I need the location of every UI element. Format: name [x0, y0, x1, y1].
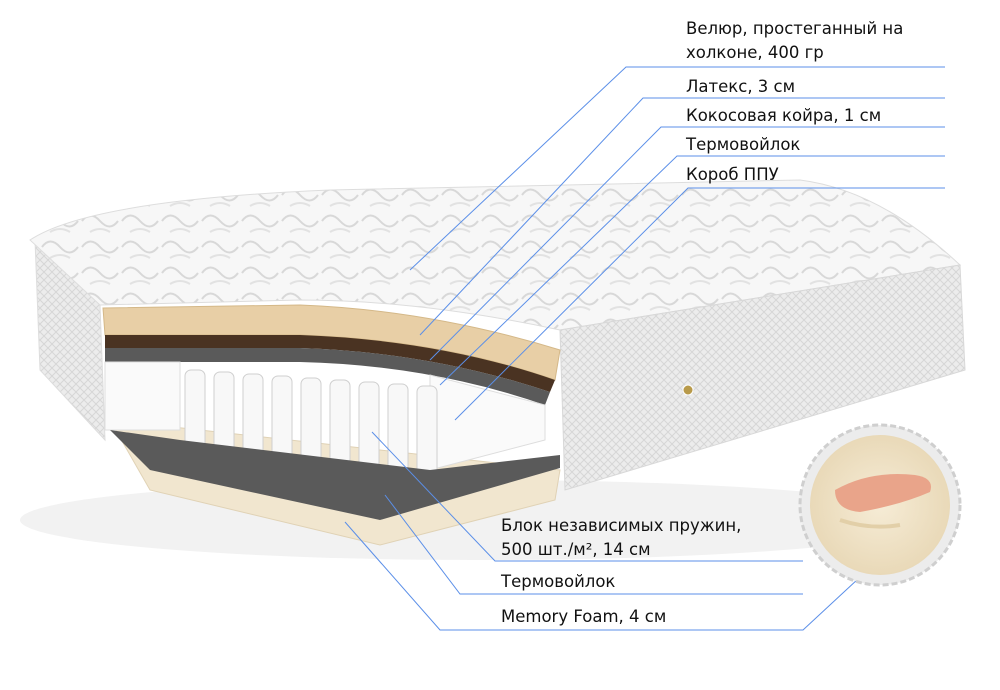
label-velour: Велюр, простеганный на холконе, 400 гр — [686, 17, 903, 65]
leader-line-memory-foam — [344, 521, 901, 631]
label-felt-bottom: Термовойлок — [501, 572, 616, 591]
label-coir: Кокосовая койра, 1 см — [686, 106, 882, 125]
label-springs: Блок независимых пружин, 500 шт./м², 14 … — [501, 514, 741, 562]
side-panel-right — [559, 264, 966, 491]
leader-line-latex — [419, 97, 945, 336]
foam-box-left — [104, 361, 181, 431]
leader-line-coir — [429, 126, 945, 361]
label-springs-line2: 500 шт./м², 14 см — [501, 540, 651, 559]
felt-layer-top — [105, 348, 550, 405]
spring-pocket — [416, 385, 438, 478]
label-velour-line2: холконе, 400 гр — [686, 43, 824, 62]
leader-line-felt-bottom — [384, 494, 803, 595]
label-springs-line1: Блок независимых пружин, — [501, 516, 742, 535]
spring-pocket — [358, 381, 380, 470]
hand-icon — [835, 474, 931, 512]
memory-foam-inset — [798, 423, 962, 587]
label-ppu-box: Короб ППУ — [686, 165, 779, 184]
label-latex: Латекс, 3 см — [686, 77, 796, 96]
coir-layer — [105, 335, 555, 392]
leader-line-velour — [409, 66, 945, 271]
leader-line-springs — [371, 431, 803, 562]
spring-pocket — [329, 379, 351, 466]
label-felt-top: Термовойлок — [686, 135, 801, 154]
label-velour-line1: Велюр, простеганный на — [686, 19, 904, 38]
label-memory-foam: Memory Foam, 4 см — [501, 607, 667, 626]
leader-line-felt — [439, 155, 945, 386]
leader-lines — [344, 66, 945, 631]
ventilation-hole-icon — [682, 384, 694, 396]
spring-pocket — [300, 377, 322, 466]
spring-block — [184, 369, 438, 478]
leader-line-ppu — [454, 187, 945, 421]
felt-layer-bottom — [110, 430, 560, 520]
